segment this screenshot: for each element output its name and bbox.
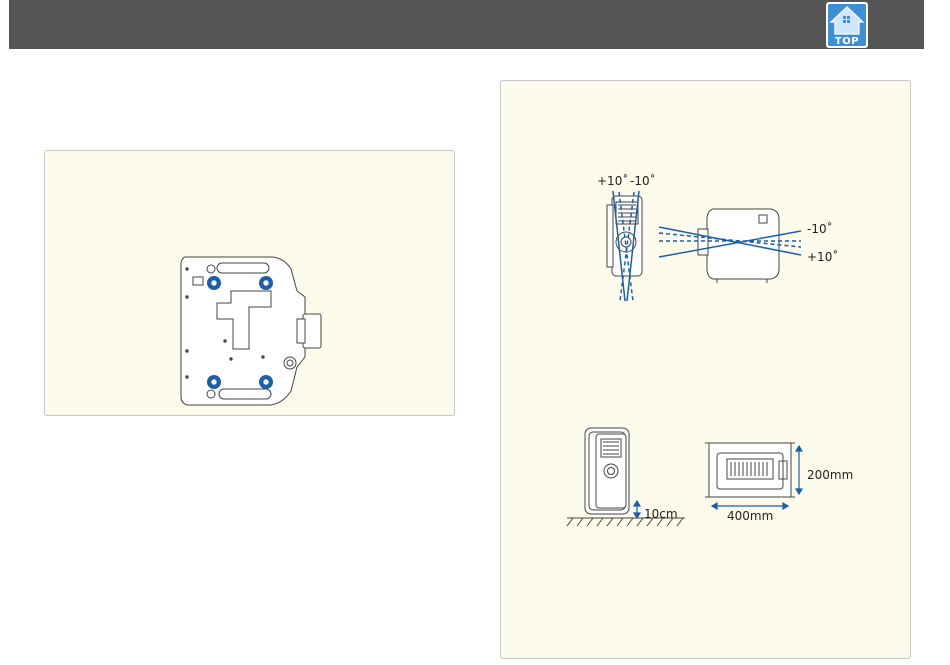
- tilt-label-plus-left: +10˚: [597, 173, 628, 188]
- floor-clearance-label: 10cm: [644, 507, 678, 521]
- tilt-label-minus-left: -10˚: [630, 173, 656, 188]
- installation-figures: +10˚ -10˚ -10˚ +10˚: [501, 81, 912, 660]
- width-dimension-label: 400mm: [727, 509, 773, 523]
- top-label: TOP: [826, 36, 868, 47]
- top-button[interactable]: TOP: [826, 2, 868, 48]
- tilt-label-minus-right: -10˚: [807, 221, 833, 236]
- note-box-projector-feet: [44, 150, 455, 416]
- clearance-ceiling-view: [705, 443, 795, 497]
- tilt-label-plus-right: +10˚: [807, 249, 838, 264]
- height-dimension-label: 200mm: [807, 468, 853, 482]
- header-bar: [9, 0, 924, 49]
- tilt-side-view: [698, 209, 779, 283]
- projector-bottom-view-figure: [45, 151, 456, 417]
- note-box-installation: +10˚ -10˚ -10˚ +10˚: [500, 80, 911, 659]
